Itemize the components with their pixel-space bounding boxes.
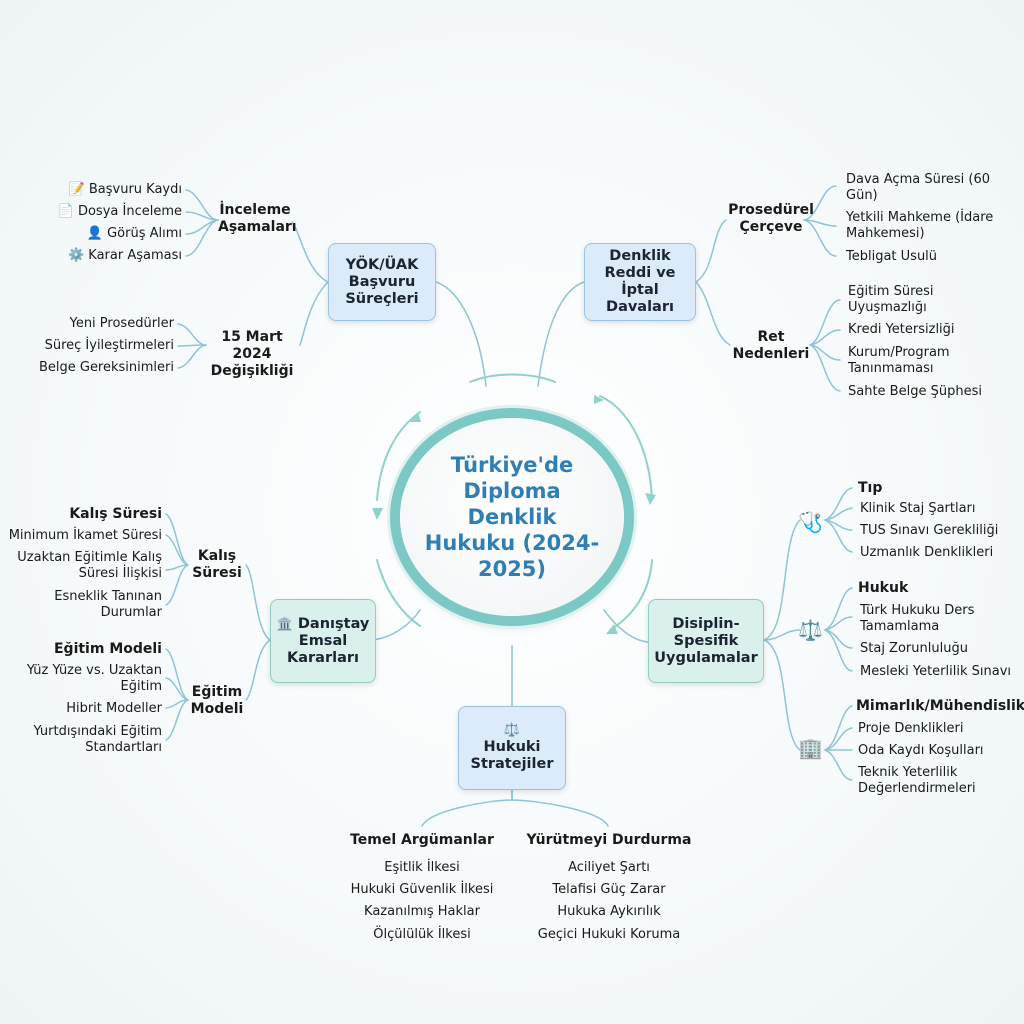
- dava-prosedur-item-1[interactable]: Dava Açma Süresi (60 Gün): [846, 172, 991, 203]
- central-topic[interactable]: Türkiye'de Diploma Denklik Hukuku (2024-…: [400, 418, 624, 616]
- strateji-yurutme-item-3[interactable]: Hukuka Aykırılık: [557, 904, 661, 919]
- disiplin-hukuk-item-1[interactable]: Türk Hukuku Ders Tamamlama: [860, 603, 975, 634]
- disiplin-mimarlik-label[interactable]: Mimarlık/Mühendislik: [856, 698, 1024, 714]
- yok-inceleme-label[interactable]: İnceleme Aşamaları: [218, 202, 297, 235]
- strateji-yurutme-item-4[interactable]: Geçici Hukuki Koruma: [537, 927, 681, 942]
- disiplin-hukuk-item-2[interactable]: Staj Zorunluluğu: [860, 641, 968, 656]
- node-yok-uak[interactable]: YÖK/ÜAK Başvuru Süreçleri: [328, 243, 436, 321]
- disiplin-tip-item-2[interactable]: TUS Sınavı Gerekliliği: [860, 523, 999, 538]
- yok-inceleme-item-2[interactable]: 📄 Dosya İnceleme: [57, 204, 182, 219]
- yok-degisiklik-item-2[interactable]: Süreç İyileştirmeleri: [44, 338, 174, 353]
- scales-icon: ⚖️: [503, 723, 521, 738]
- gear-icon: ⚙️: [67, 248, 85, 263]
- strateji-temel-item-2[interactable]: Hukuki Güvenlik İlkesi: [350, 882, 494, 897]
- dava-ret-label[interactable]: Ret Nedenleri: [732, 329, 810, 362]
- disiplin-tip-item-3[interactable]: Uzmanlık Denklikleri: [860, 545, 994, 560]
- strateji-temel-label[interactable]: Temel Argümanlar: [350, 832, 494, 848]
- danistay-egitim-item-1[interactable]: Yüz Yüze vs. Uzaktan Eğitim: [26, 663, 162, 694]
- dava-ret-item-1[interactable]: Eğitim Süresi Uyuşmazlığı: [848, 284, 934, 315]
- danistay-kalis-item-3[interactable]: Esneklik Tanınan Durumlar: [54, 589, 162, 620]
- node-denklik-davalari-title: Denklik Reddi ve İptal Davaları: [604, 248, 676, 315]
- node-disiplin[interactable]: Disiplin-Spesifik Uygulamalar: [648, 599, 764, 683]
- node-yok-uak-title: YÖK/ÜAK Başvuru Süreçleri: [345, 256, 419, 307]
- disiplin-tip-label[interactable]: Tıp: [858, 480, 883, 496]
- danistay-egitim-label[interactable]: Eğitim Modeli: [190, 684, 244, 717]
- strateji-yurutme-label[interactable]: Yürütmeyi Durdurma: [526, 832, 692, 848]
- danistay-kalis-item-1[interactable]: Minimum İkamet Süresi: [8, 528, 162, 543]
- yok-degisiklik-item-3[interactable]: Belge Gereksinimleri: [38, 360, 174, 375]
- disiplin-mimarlik-item-2[interactable]: Oda Kaydı Koşulları: [858, 743, 984, 758]
- notepad-icon: 📝: [68, 182, 85, 197]
- stethoscope-icon: 🩺: [798, 510, 823, 534]
- dava-ret-item-4[interactable]: Sahte Belge Şüphesi: [848, 384, 982, 399]
- yok-degisiklik-label[interactable]: 15 Mart 2024 Değişikliği: [210, 329, 294, 379]
- node-danistay[interactable]: 🏛️ Danıştay Emsal Kararları: [270, 599, 376, 683]
- scales-icon: ⚖️: [798, 618, 823, 642]
- person-icon: 👤: [86, 226, 103, 241]
- central-title: Türkiye'de Diploma Denklik Hukuku (2024-…: [424, 453, 600, 581]
- dava-prosedur-label[interactable]: Prosedürel Çerçeve: [728, 202, 814, 235]
- building-icon: 🏢: [798, 736, 823, 760]
- strateji-temel-item-3[interactable]: Kazanılmış Haklar: [364, 904, 480, 919]
- danistay-kalis-label[interactable]: Kalış Süresi: [192, 548, 242, 581]
- dava-prosedur-item-2[interactable]: Yetkili Mahkeme (İdare Mahkemesi): [846, 210, 994, 241]
- strateji-temel-item-1[interactable]: Eşitlik İlkesi: [384, 860, 460, 875]
- strateji-temel-item-4[interactable]: Ölçülülük İlkesi: [373, 927, 471, 942]
- yok-degisiklik-item-1[interactable]: Yeni Prosedürler: [69, 316, 174, 331]
- node-hukuki-stratejiler-title: Hukuki Stratejiler: [470, 739, 554, 772]
- dava-prosedur-item-3[interactable]: Tebligat Usulü: [846, 249, 938, 264]
- strateji-yurutme-item-2[interactable]: Telafisi Güç Zarar: [552, 882, 666, 897]
- strateji-yurutme-item-1[interactable]: Aciliyet Şartı: [568, 860, 650, 875]
- danistay-egitim-heading: Eğitim Modeli: [53, 641, 162, 657]
- dava-ret-item-2[interactable]: Kredi Yetersizliği: [848, 322, 955, 337]
- node-danistay-title: Danıştay Emsal Kararları: [287, 615, 370, 666]
- yok-inceleme-item-3[interactable]: 👤 Görüş Alımı: [86, 226, 182, 241]
- disiplin-mimarlik-item-3[interactable]: Teknik Yeterlilik Değerlendirmeleri: [858, 765, 976, 796]
- yok-inceleme-item-1[interactable]: 📝 Başvuru Kaydı: [68, 182, 182, 197]
- node-denklik-davalari[interactable]: Denklik Reddi ve İptal Davaları: [584, 243, 696, 321]
- danistay-egitim-item-2[interactable]: Hibrit Modeller: [66, 701, 162, 716]
- danistay-kalis-heading: Kalış Süresi: [69, 506, 162, 522]
- disiplin-hukuk-label[interactable]: Hukuk: [858, 580, 909, 596]
- courthouse-icon: 🏛️: [276, 616, 293, 632]
- node-hukuki-stratejiler[interactable]: ⚖️ Hukuki Stratejiler: [458, 706, 566, 790]
- document-icon: 📄: [57, 204, 74, 219]
- disiplin-mimarlik-item-1[interactable]: Proje Denklikleri: [858, 721, 964, 736]
- disiplin-tip-item-1[interactable]: Klinik Staj Şartları: [860, 501, 976, 516]
- dava-ret-item-3[interactable]: Kurum/Program Tanınmaması: [848, 345, 950, 376]
- disiplin-hukuk-item-3[interactable]: Mesleki Yeterlilik Sınavı: [860, 664, 1012, 679]
- danistay-kalis-item-2[interactable]: Uzaktan Eğitimle Kalış Süresi İlişkisi: [17, 550, 162, 581]
- node-disiplin-title: Disiplin-Spesifik Uygulamalar: [654, 615, 758, 666]
- yok-inceleme-item-4[interactable]: ⚙️ Karar Aşaması: [67, 248, 182, 263]
- danistay-egitim-item-3[interactable]: Yurtdışındaki Eğitim Standartları: [33, 724, 162, 755]
